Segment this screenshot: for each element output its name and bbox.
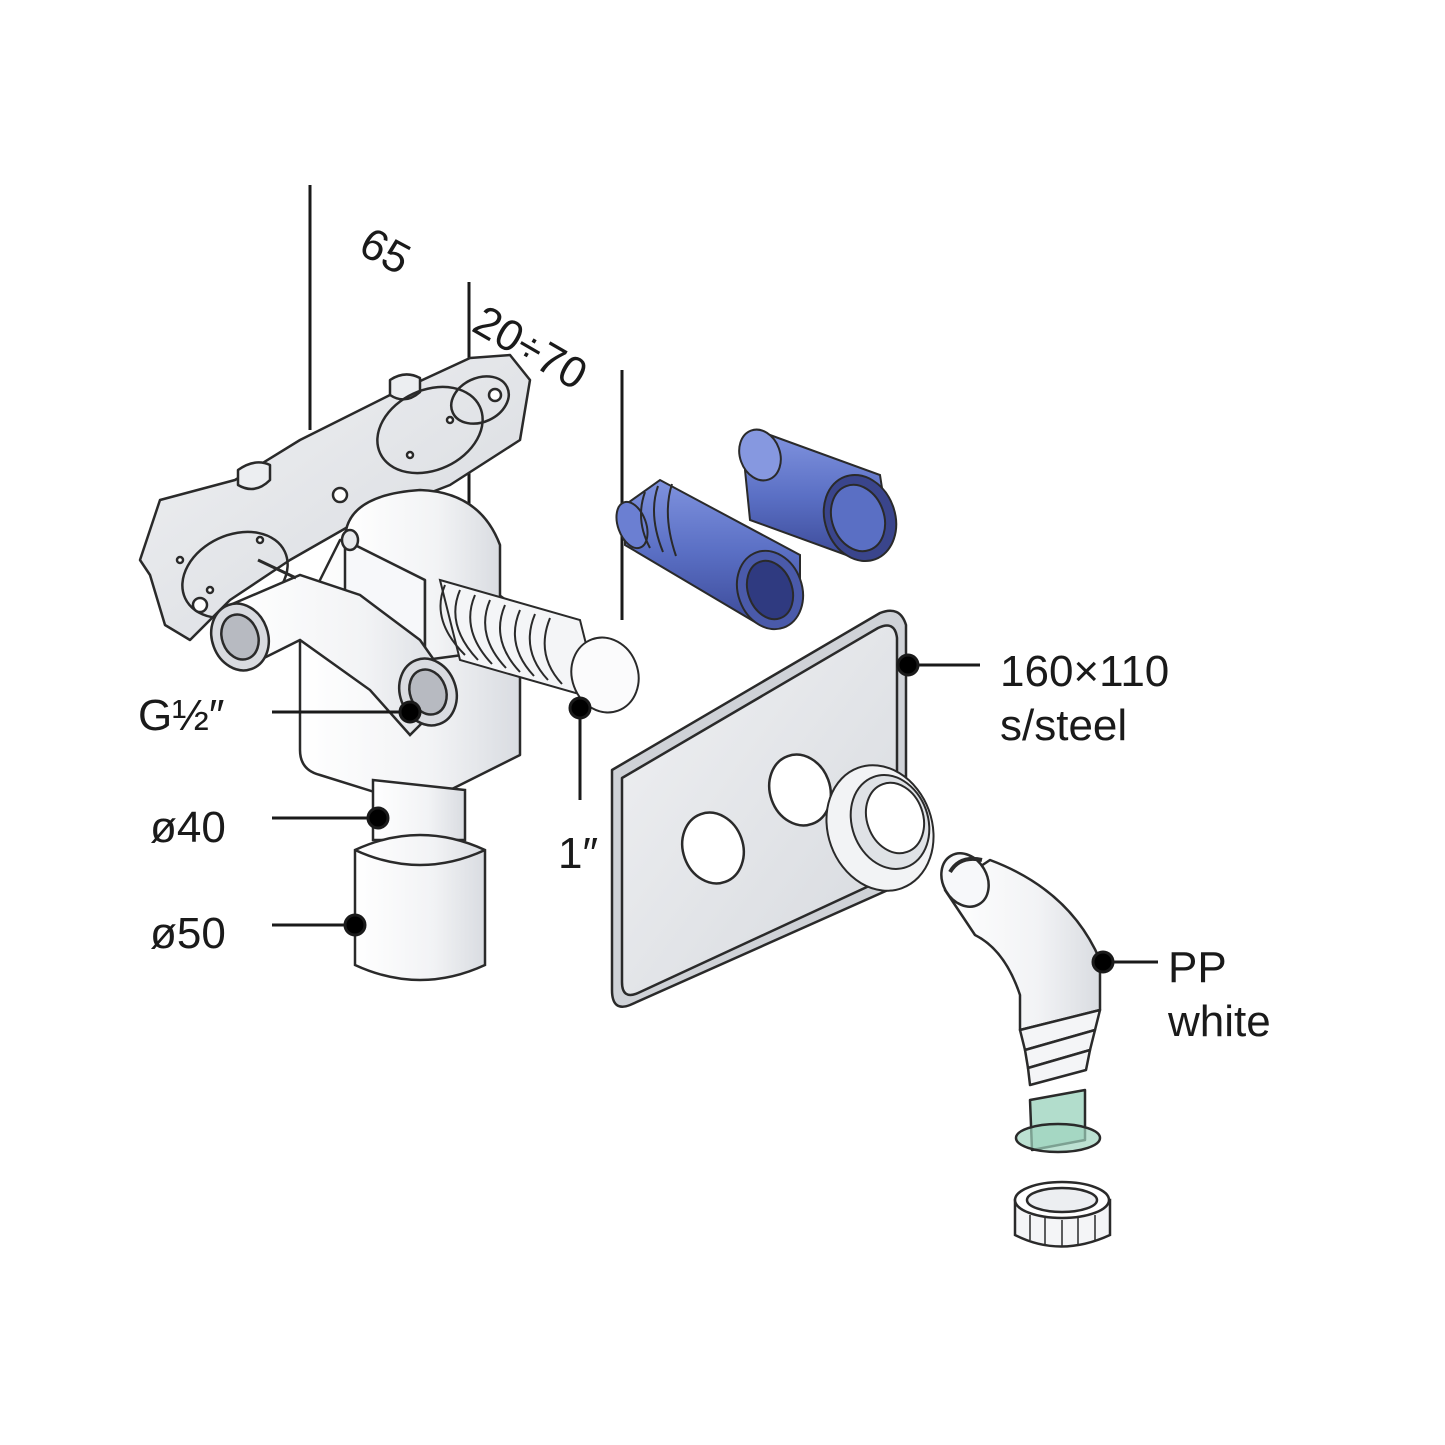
callout-inlet-thread <box>272 700 422 724</box>
threaded-nut <box>825 764 935 892</box>
blue-plug-cap <box>738 428 898 563</box>
outlet-pipe <box>353 778 487 982</box>
screw-icon <box>257 558 297 580</box>
inlet-thread-label: G½″ <box>138 691 225 740</box>
pipe-large-label: ø50 <box>150 909 226 958</box>
plate-material-label: s/steel <box>1000 701 1127 750</box>
callout-pipe-small <box>272 806 390 830</box>
bottom-cap-nut <box>1013 1180 1112 1248</box>
plate-size-label: 160×110 <box>1000 647 1169 696</box>
pp-elbow <box>940 852 1102 1154</box>
plate-holes <box>175 387 503 614</box>
dimension-depth-label: 65 <box>352 218 418 284</box>
corrugated-outlet <box>438 578 640 714</box>
elbow-material-label: PP <box>1168 943 1227 992</box>
pipe-small-label: ø40 <box>150 803 226 852</box>
blue-plug-threaded <box>615 478 805 631</box>
cover-plate <box>610 609 908 1008</box>
callout-pipe-large <box>272 913 367 937</box>
elbow-color-label: white <box>1167 997 1271 1046</box>
callout-leaders <box>272 653 1158 974</box>
callout-drain-outlet <box>568 696 592 800</box>
inlet-elbow <box>209 558 459 737</box>
callout-elbow <box>1091 950 1158 974</box>
callout-plate <box>896 653 980 677</box>
mounting-plate <box>138 353 532 642</box>
drain-outlet-label: 1″ <box>558 829 598 878</box>
